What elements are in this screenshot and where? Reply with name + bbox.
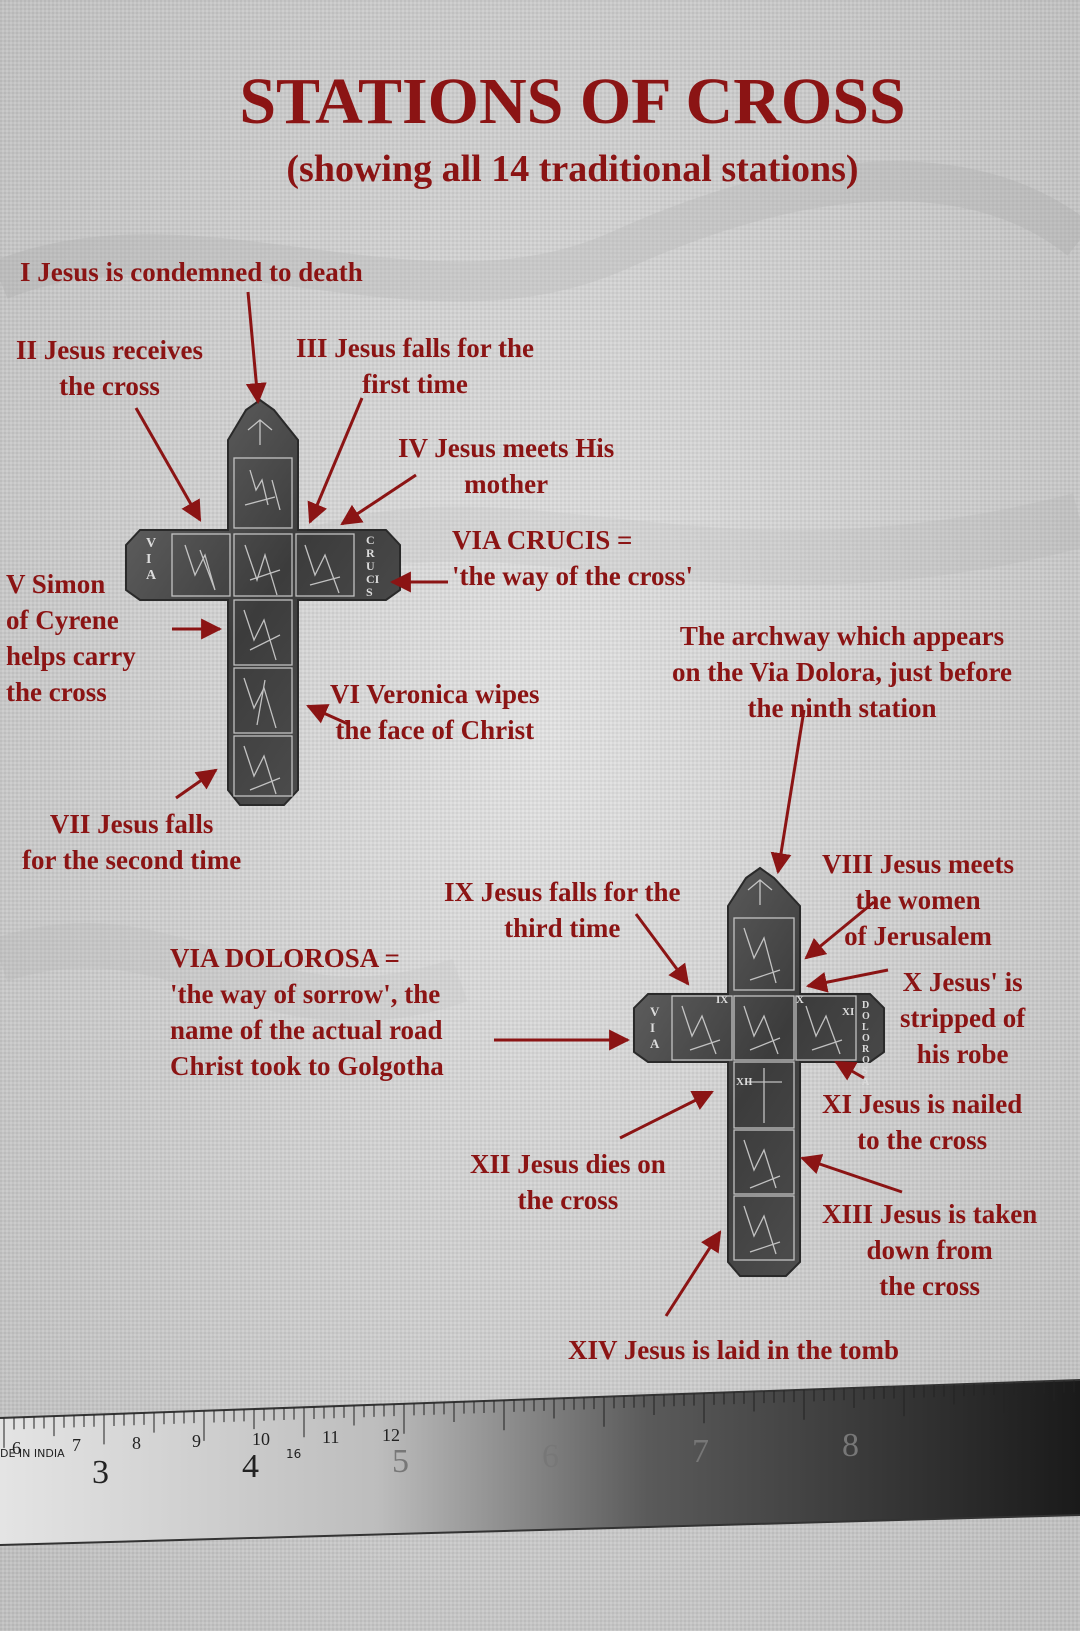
lower-cross-right-text: DOLOROSA [862,1000,870,1088]
ruler-inch-label: 6 [542,1437,559,1475]
upper-cross-right-text: CRUCIS [366,533,380,599]
lower-cross-left-text: VIA [650,1004,660,1051]
ruler-cm-label: 10 [252,1429,270,1450]
page-title: STATIONS OF CROSS [239,65,906,138]
label-station-10: X Jesus' is stripped of his robe [900,967,1026,1069]
label-station-14: XIV Jesus is laid in the tomb [568,1335,900,1365]
ruler [0,1379,1080,1546]
label-station-13: XIII Jesus is taken down from the cross [822,1199,1038,1301]
label-station-12: XII Jesus dies on the cross [470,1149,666,1215]
ruler-cm-label: 8 [132,1433,141,1454]
upper-cross-left-text: VIA [146,536,157,583]
label-station-5: V Simon of Cyrene helps carry the cross [6,569,136,707]
ruler-inch-label: 4 [242,1448,259,1486]
upper-cross [125,398,401,806]
label-station-11: XI Jesus is nailed to the cross [822,1089,1023,1155]
label-via-crucis: VIA CRUCIS = 'the way of the cross' [452,525,693,591]
label-station-6: VI Veronica wipes the face of Christ [330,679,540,745]
ruler-sixteenths-text: 16 [286,1447,302,1461]
label-station-7: VII Jesus falls for the second time [22,809,242,875]
label-station-8: VIII Jesus meets the women of Jerusalem [822,849,1014,951]
ruler-cm-label: 11 [322,1426,340,1447]
lower-cross [633,866,885,1277]
label-via-dolorosa: VIA DOLOROSA = 'the way of sorrow', the … [170,943,444,1081]
label-station-2: II Jesus receives the cross [16,335,203,401]
page-subtitle: (showing all 14 traditional stations) [286,148,859,190]
lower-cross-num-12: XII [736,1076,753,1088]
lower-cross-num-11: XI [842,1006,855,1018]
ruler-inch-label: 7 [692,1432,709,1470]
ruler-cm-label: 9 [192,1431,201,1452]
ruler-cm-label: 7 [72,1435,81,1456]
label-station-3: III Jesus falls for the first time [296,333,535,399]
ruler-cm-label: 12 [382,1424,400,1445]
ruler-made-in-text: DE IN INDIA [0,1447,65,1460]
ruler-cm-label: 6 [12,1437,21,1458]
label-archway: The archway which appears on the Via Dol… [672,621,1012,723]
ruler-inch-label: 5 [392,1443,409,1481]
ruler-inch-label: 8 [842,1427,859,1465]
label-station-4: IV Jesus meets His mother [398,433,615,499]
label-station-1: I Jesus is condemned to death [20,257,363,287]
ruler-inch-label: 3 [92,1453,109,1491]
lower-cross-num-10: X [796,994,804,1006]
lower-cross-num-9: IX [716,994,729,1006]
label-station-9: IX Jesus falls for the third time [444,877,681,943]
